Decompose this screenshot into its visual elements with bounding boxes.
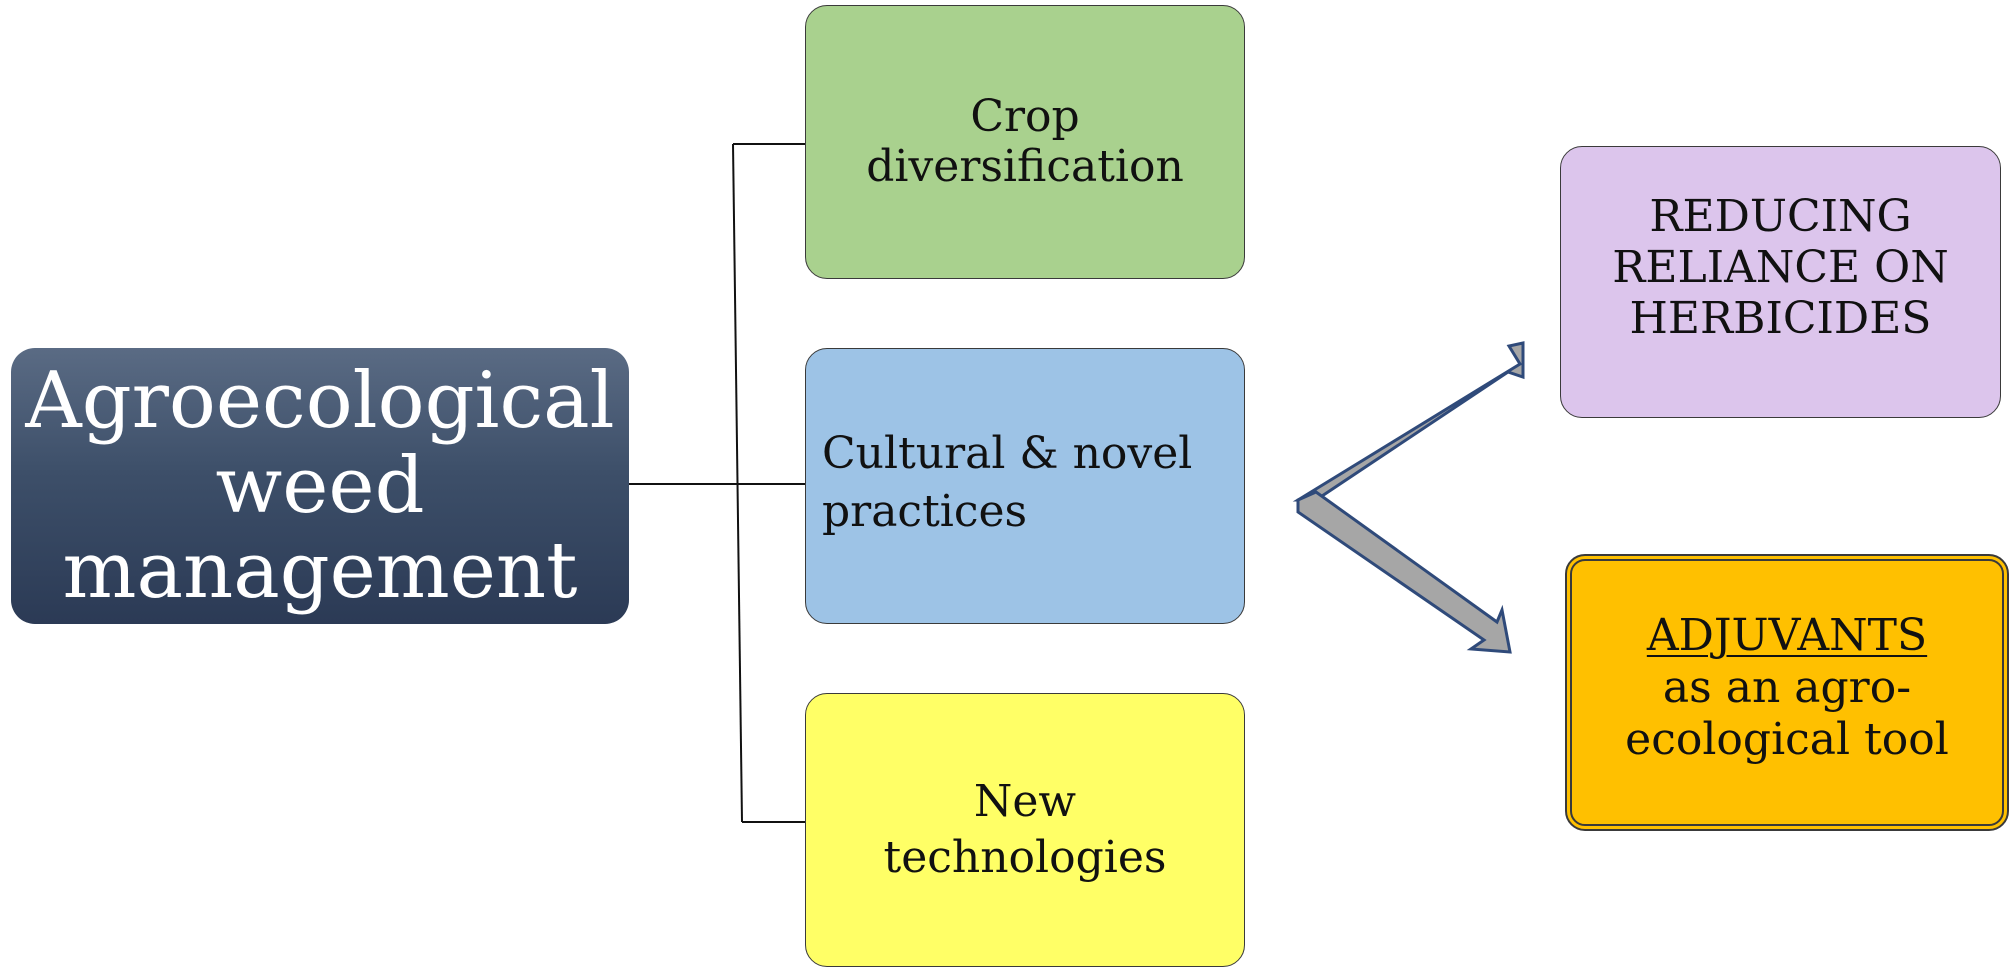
outcome-adjuvants-line-2: as an agro- xyxy=(1662,661,1912,713)
outcome-reducing-line-1: REDUCING xyxy=(1649,190,1912,242)
branch-cultural-line-2: practices xyxy=(822,486,1028,537)
branch-crop-diversification: Crop diversification xyxy=(805,5,1245,279)
main-node-line-2: weed xyxy=(215,440,425,531)
outcome-reducing-reliance-on-herbicides: REDUCING RELIANCE ON HERBICIDES xyxy=(1560,146,2001,418)
outcome-adjuvants-agroecological-tool: ADJUVANTS as an agro- ecological tool xyxy=(1565,554,2009,831)
branch-cultural-novel-practices: Cultural & novel practices xyxy=(805,348,1245,624)
outcome-reducing-line-2: RELIANCE ON xyxy=(1612,241,1949,293)
branch-newtech-line-2: technologies xyxy=(883,832,1167,883)
arrow-to-adjuvants xyxy=(1296,490,1512,654)
main-node-line-1: Agroecological xyxy=(25,355,615,446)
branch-crop-line-1: Crop xyxy=(970,91,1080,142)
outcome-adjuvants-line-3: ecological tool xyxy=(1625,713,1949,765)
branch-newtech-line-1: New xyxy=(973,776,1077,827)
main-node-line-3: management xyxy=(62,525,578,616)
outcome-reducing-line-3: HERBICIDES xyxy=(1629,292,1932,344)
branch-crop-line-2: diversification xyxy=(866,141,1184,192)
arrow-to-reducing-reliance xyxy=(1292,341,1525,502)
outcome-adjuvants-heading: ADJUVANTS xyxy=(1646,609,1928,661)
branch-new-technologies: New technologies xyxy=(805,693,1245,967)
main-node-agroecological-weed-management: Agroecological weed management xyxy=(11,348,629,624)
branch-cultural-line-1: Cultural & novel xyxy=(822,428,1193,479)
